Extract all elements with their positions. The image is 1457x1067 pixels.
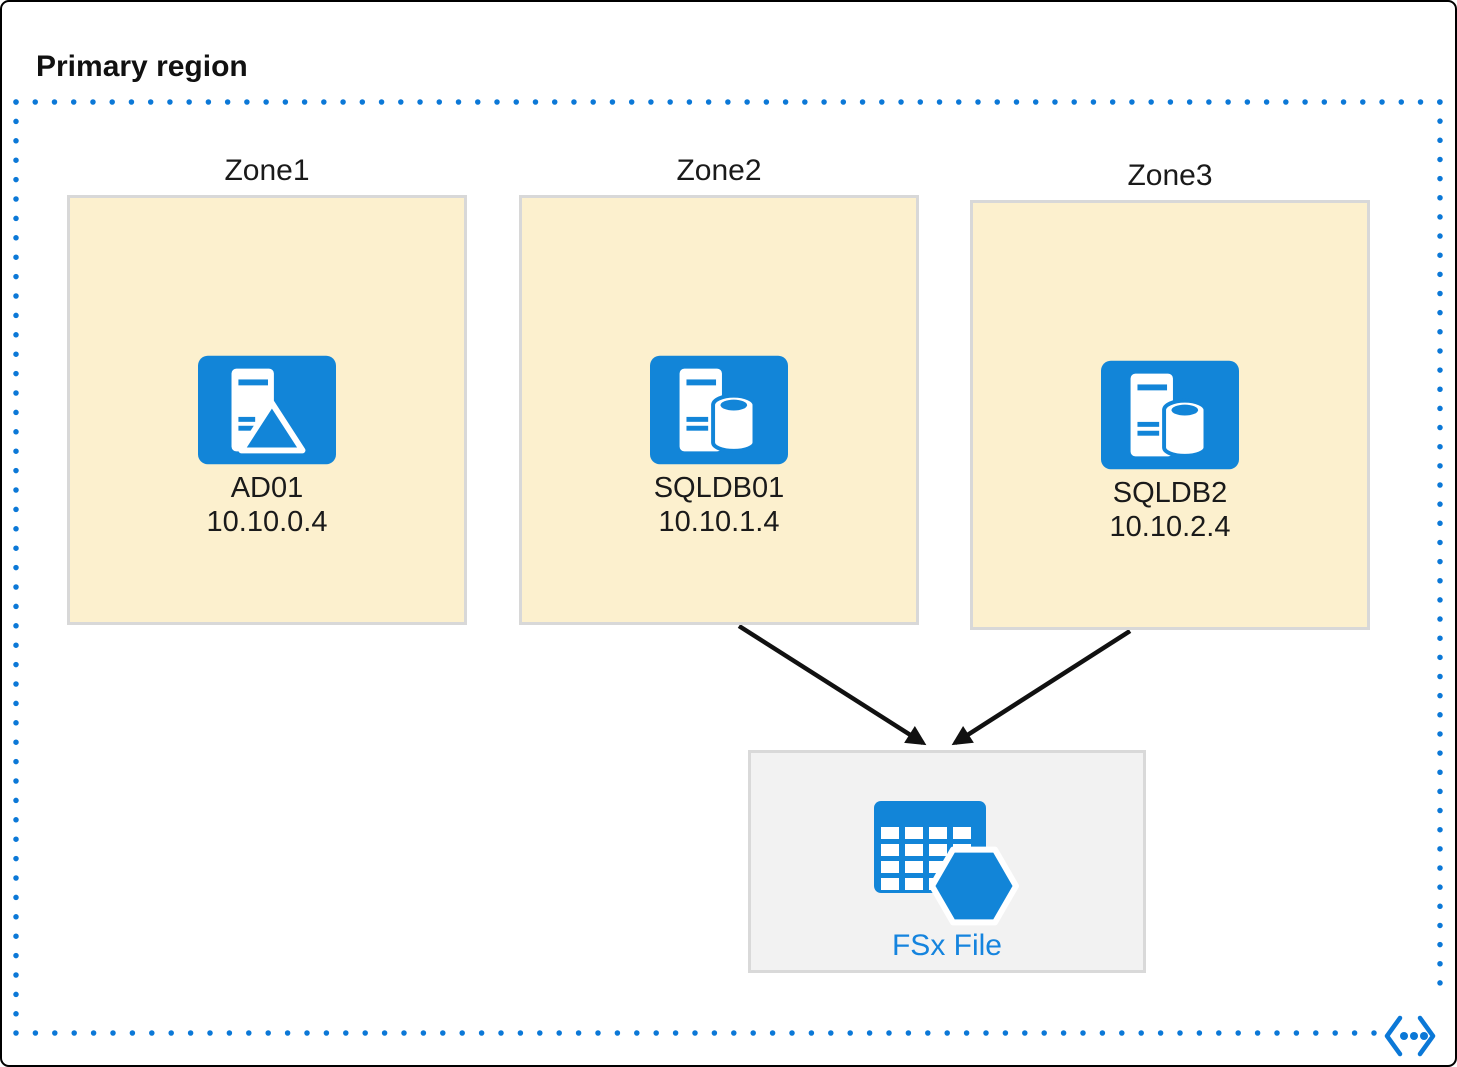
zone-box: AD01 10.10.0.4 [67, 195, 467, 625]
storage-label: FSx File [891, 929, 1002, 962]
zone-label: Zone3 [1127, 159, 1213, 192]
zone-box: SQLDB01 10.10.1.4 [519, 195, 919, 625]
zone-label: Zone2 [676, 154, 762, 187]
arrow-sqldb01-to-fsx [737, 624, 927, 746]
vnet-corner-icon [1378, 1010, 1440, 1060]
region-title: Primary region [36, 50, 248, 83]
sql-server-icon [650, 355, 788, 465]
zone-box: SQLDB2 10.10.2.4 [970, 200, 1370, 630]
connection-arrows [737, 624, 1132, 746]
region-dotted-border [13, 99, 1443, 1036]
node-ip: 10.10.0.4 [206, 506, 328, 538]
node-ip: 10.10.2.4 [1109, 511, 1231, 543]
node-name: SQLDB01 [653, 472, 785, 504]
node-name: AD01 [230, 472, 304, 504]
node-name: SQLDB2 [1112, 477, 1228, 509]
zone-3: Zone3 SQLDB2 10.10.2.4 [970, 157, 1370, 630]
vm-server-icon [198, 355, 336, 465]
zone-2: Zone2 SQLDB01 10.10.1.4 [519, 152, 919, 625]
sql-server-icon [1101, 360, 1239, 470]
fsx-file-icon [874, 801, 1019, 926]
zone-label: Zone1 [224, 154, 310, 187]
node-ip: 10.10.1.4 [658, 506, 780, 538]
fsx-storage-box: FSx File [748, 750, 1146, 973]
arrow-sqldb2-to-fsx [951, 629, 1132, 746]
zone-1: Zone1 AD01 10.10.0.4 [67, 152, 467, 625]
